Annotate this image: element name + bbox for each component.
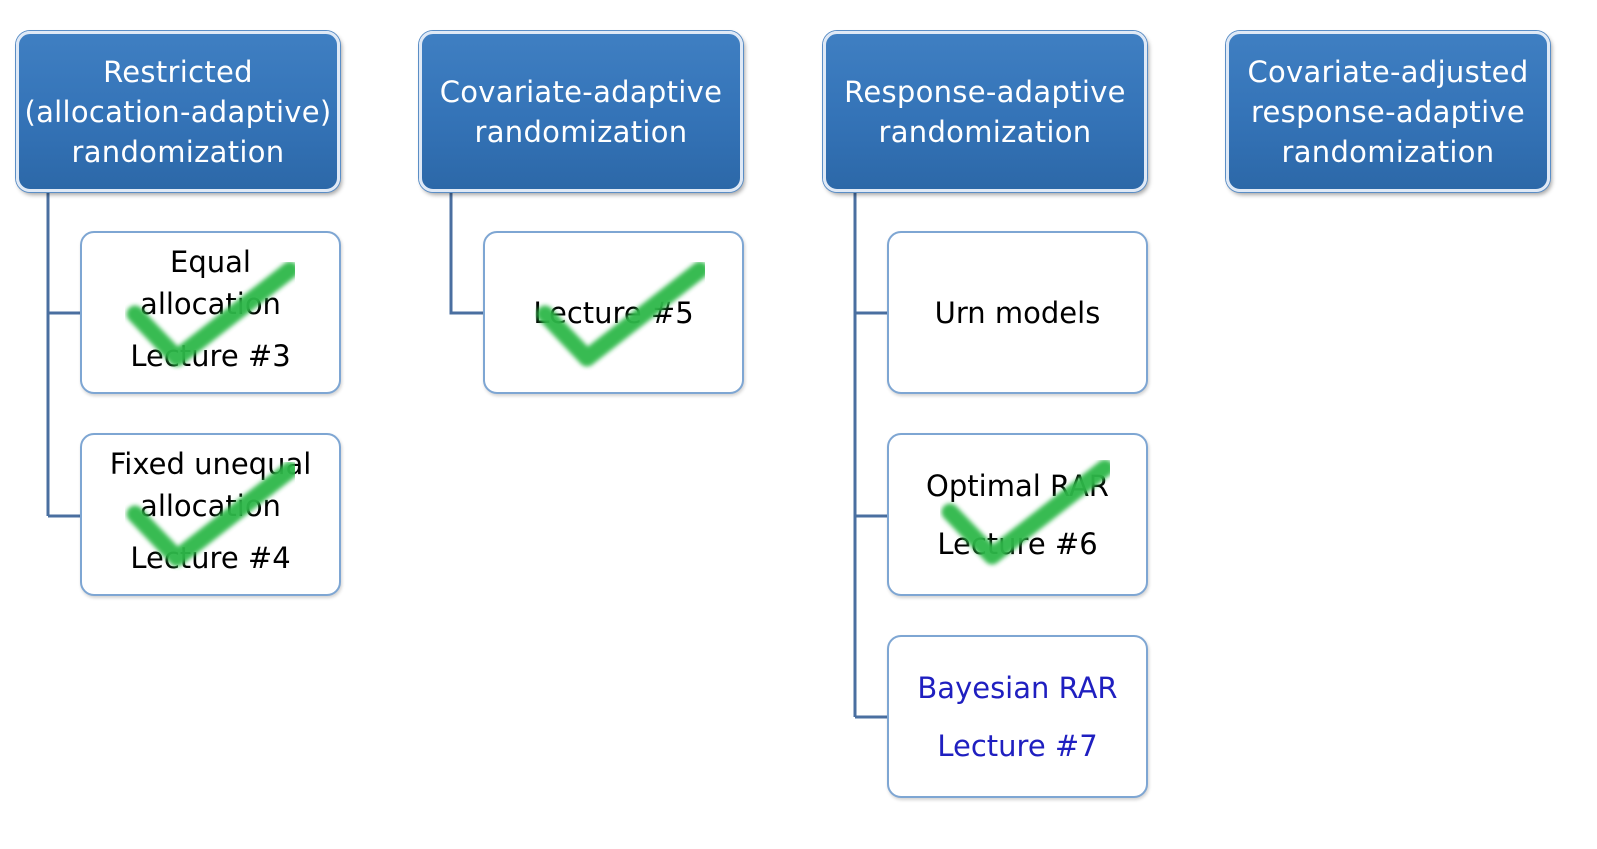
node-line: Equal xyxy=(170,244,251,279)
node-line: Lecture #6 xyxy=(937,526,1098,561)
node-line: Lecture #7 xyxy=(937,728,1098,763)
node-bayesian-rar: Bayesian RAR Lecture #7 xyxy=(887,635,1148,798)
node-line: Optimal RAR xyxy=(926,468,1109,503)
header-response-adaptive-randomization: Response-adaptive randomization xyxy=(823,31,1147,192)
node-line: Fixed unequal xyxy=(109,446,312,481)
node-line: Lecture #5 xyxy=(533,295,694,330)
node-optimal-rar: Optimal RAR Lecture #6 xyxy=(887,433,1148,596)
node-line: allocation xyxy=(140,286,281,321)
node-line: Lecture #4 xyxy=(130,540,291,575)
node-lecture-5: Lecture #5 xyxy=(483,231,744,394)
header-restricted-randomization: Restricted (allocation-adaptive) randomi… xyxy=(16,31,340,192)
connector-col3 xyxy=(853,190,887,719)
node-line: allocation xyxy=(140,488,281,523)
node-urn-models: Urn models xyxy=(887,231,1148,394)
connector-col2 xyxy=(449,190,483,315)
node-line: Bayesian RAR xyxy=(917,670,1118,705)
connector-col1 xyxy=(46,190,80,518)
node-line: Lecture #3 xyxy=(130,338,291,373)
header-covariate-adjusted-response-adaptive-randomization: Covariate-adjusted response-adaptive ran… xyxy=(1226,31,1550,192)
node-equal-allocation: Equal allocation Lecture #3 xyxy=(80,231,341,394)
node-line: Urn models xyxy=(934,295,1101,330)
header-covariate-adaptive-randomization: Covariate-adaptive randomization xyxy=(419,31,743,192)
node-fixed-unequal-allocation: Fixed unequal allocation Lecture #4 xyxy=(80,433,341,596)
